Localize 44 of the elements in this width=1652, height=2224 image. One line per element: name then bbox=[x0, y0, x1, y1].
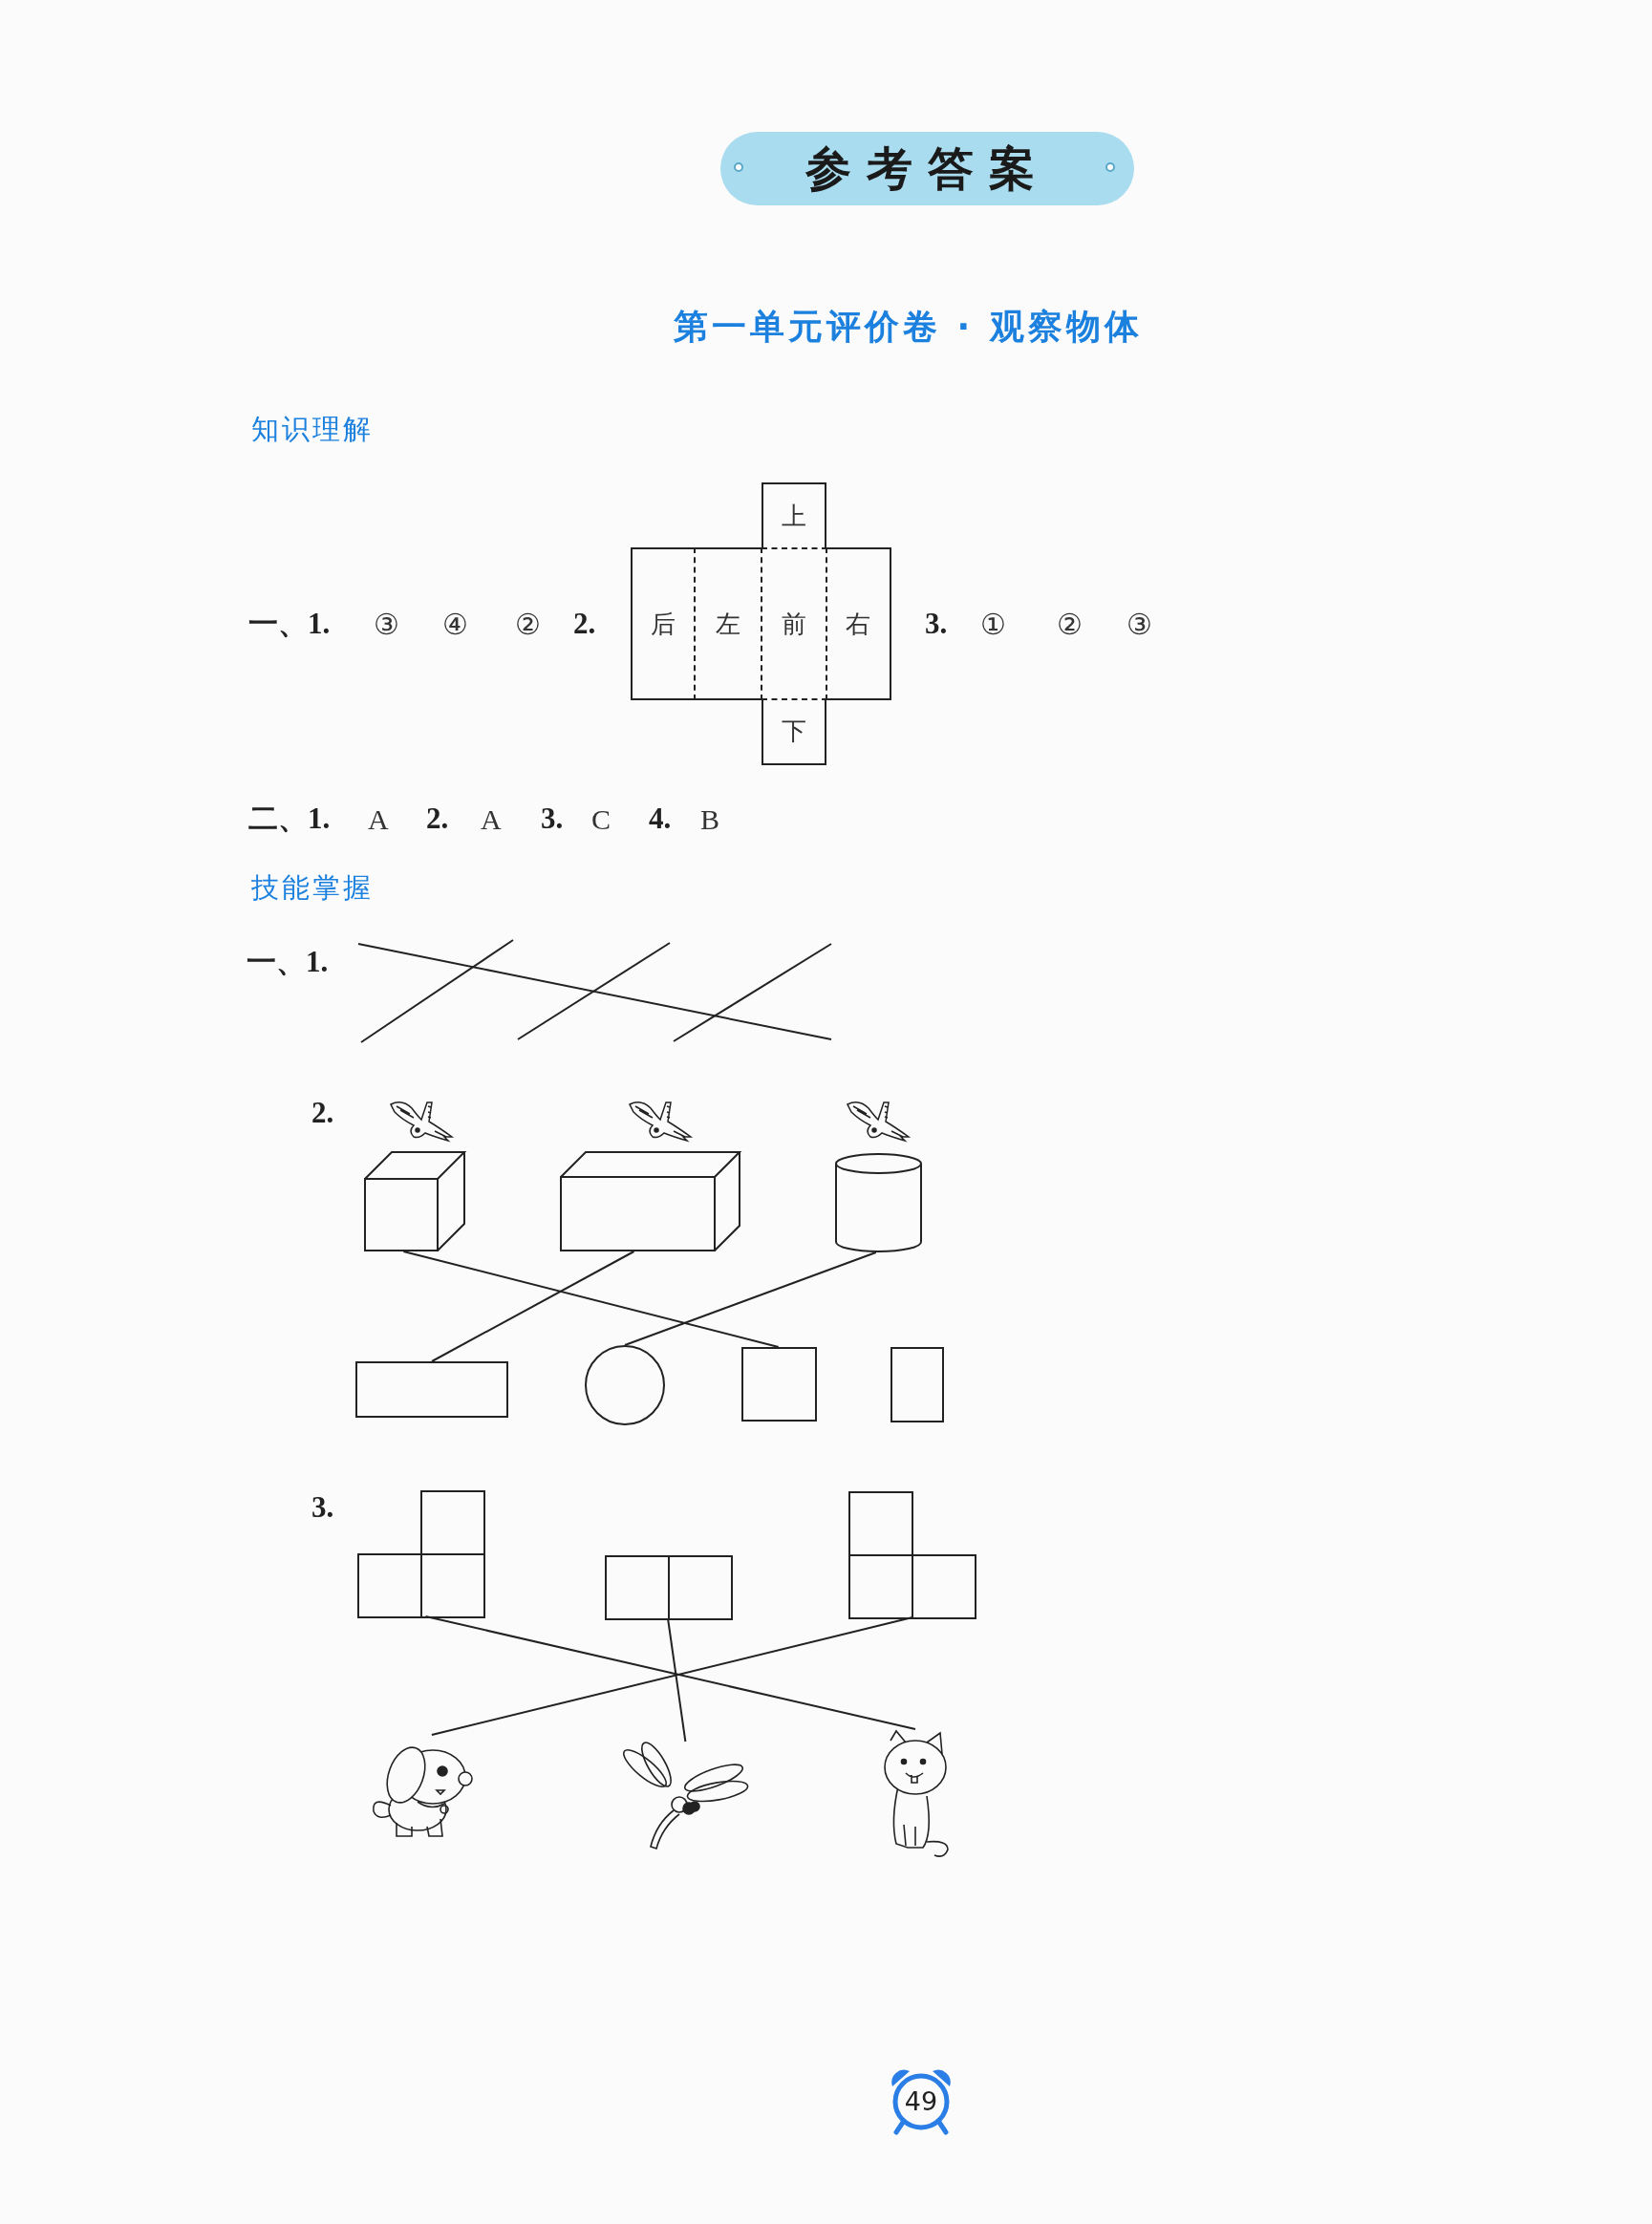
cylinder-drawing bbox=[835, 1153, 922, 1252]
answer-text: ④ bbox=[442, 608, 468, 640]
question-number: 二、1. bbox=[248, 802, 331, 836]
square-shape bbox=[741, 1347, 817, 1422]
net-face: 下 bbox=[762, 699, 826, 765]
matching-line bbox=[431, 1251, 635, 1362]
matching-line bbox=[402, 1251, 780, 1348]
answer-text: ① bbox=[980, 608, 1006, 640]
rectangle-shape bbox=[355, 1361, 508, 1418]
question-number: 2. bbox=[573, 607, 596, 641]
cuboid-drawing bbox=[560, 1151, 740, 1251]
answer-text: ③ bbox=[374, 608, 399, 640]
section-heading: 知识理解 bbox=[251, 415, 374, 445]
question-number: 3. bbox=[311, 1490, 334, 1525]
answer-text: C bbox=[591, 802, 611, 835]
question-number: 4. bbox=[649, 802, 672, 836]
net-face: 上 bbox=[762, 482, 826, 548]
block-view-drawing bbox=[357, 1490, 486, 1616]
block-view-drawing bbox=[605, 1555, 731, 1618]
answer-text: A bbox=[481, 802, 502, 835]
net-face: 右 bbox=[826, 547, 891, 700]
answer-text: B bbox=[700, 802, 719, 835]
answer-text: ② bbox=[515, 608, 541, 640]
question-number: 2. bbox=[311, 1096, 334, 1130]
answer-text: ③ bbox=[1126, 608, 1152, 640]
net-face: 前 bbox=[762, 547, 827, 700]
cube-drawing bbox=[364, 1151, 465, 1251]
section-heading: 技能掌握 bbox=[251, 873, 374, 904]
section-title: 第一单元评价卷 · 观察物体 bbox=[674, 308, 1143, 346]
answer-text: A bbox=[368, 802, 389, 835]
question-number: 一、1. bbox=[248, 607, 331, 641]
title: 参考答案 bbox=[805, 139, 1050, 197]
matching-line bbox=[624, 1251, 877, 1346]
net-face: 左 bbox=[695, 547, 762, 700]
question-number: 2. bbox=[426, 802, 449, 836]
question-number: 3. bbox=[541, 802, 564, 836]
question-number: 3. bbox=[925, 607, 948, 641]
question-number: 一、1. bbox=[247, 945, 329, 979]
rectangle-shape bbox=[890, 1347, 944, 1422]
net-face: 后 bbox=[631, 547, 696, 700]
circle-shape bbox=[585, 1345, 665, 1425]
matching-line bbox=[667, 1617, 687, 1743]
answer-text: ② bbox=[1057, 608, 1083, 640]
block-view-drawing bbox=[848, 1491, 976, 1617]
